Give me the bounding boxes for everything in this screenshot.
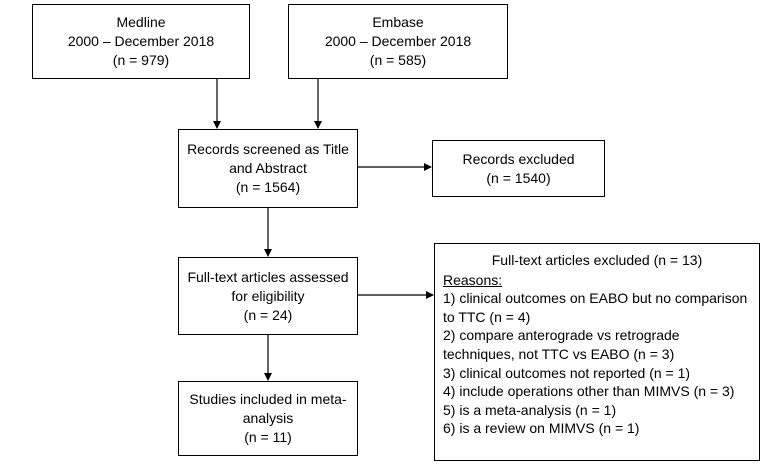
node-included-line-2: analysis xyxy=(242,410,294,426)
node-fulltext-excluded: Full-text articles excluded (n = 13) Rea… xyxy=(434,243,760,461)
reason-line: to TTC (n = 4) xyxy=(443,308,531,325)
node-included: Studies included in meta- analysis (n = … xyxy=(178,381,358,456)
node-screened-line-3: (n = 1564) xyxy=(235,179,301,195)
node-excluded-line-2: (n = 1540) xyxy=(486,169,551,186)
node-fulltext-line-1: Full-text articles assessed xyxy=(187,268,349,285)
reason-line: 6) is a review on MIMVS (n = 1) xyxy=(443,420,640,437)
node-included-line-1: Studies included in meta- xyxy=(189,391,347,407)
node-embase-line-1: Embase xyxy=(372,14,424,30)
node-fulltext: Full-text articles assessed for eligibil… xyxy=(178,257,358,335)
node-screened: Records screened as Title and Abstract (… xyxy=(178,129,358,208)
node-medline-line-2: 2000 – December 2018 xyxy=(67,33,215,49)
reason-line: techniques, not TTC vs EABO (n = 3) xyxy=(443,345,675,362)
node-included-line-3: (n = 11) xyxy=(244,429,292,445)
node-medline-line-3: (n = 979) xyxy=(112,52,170,68)
fulltext-excluded-title: Full-text articles excluded (n = 13) xyxy=(491,252,703,268)
reason-line: 2) compare anterograde vs retrograde xyxy=(443,327,680,344)
node-screened-line-2: and Abstract xyxy=(229,160,307,176)
node-embase-line-3: (n = 585) xyxy=(369,52,427,68)
node-embase-line-2: 2000 – December 2018 xyxy=(324,33,472,49)
node-medline: Medline 2000 – December 2018 (n = 979) xyxy=(32,4,250,79)
node-fulltext-line-3: (n = 24) xyxy=(243,306,293,323)
node-fulltext-line-2: for eligibility xyxy=(231,287,305,304)
node-embase: Embase 2000 – December 2018 (n = 585) xyxy=(288,4,508,79)
node-screened-line-1: Records screened as Title xyxy=(187,141,349,157)
reason-line: 5) is a meta-analysis (n = 1) xyxy=(443,401,617,418)
reason-line: 1) clinical outcomes on EABO but no comp… xyxy=(443,290,748,307)
reasons-heading: Reasons: xyxy=(443,271,503,288)
reason-line: 4) include operations other than MIMVS (… xyxy=(443,383,735,400)
node-medline-line-1: Medline xyxy=(116,14,166,30)
reason-line: 3) clinical outcomes not reported (n = 1… xyxy=(443,364,691,381)
node-excluded: Records excluded (n = 1540) xyxy=(432,140,605,197)
node-excluded-line-1: Records excluded xyxy=(462,150,575,167)
